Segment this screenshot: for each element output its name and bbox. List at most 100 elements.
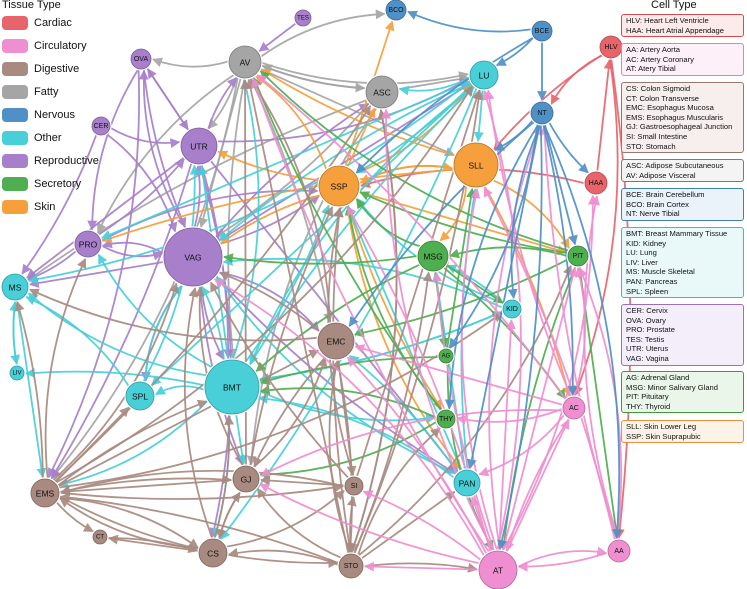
- cell-type-entry: UTR: Uterus: [626, 344, 669, 354]
- edge-nt-to-ag: [448, 124, 539, 349]
- node-outline: [438, 348, 454, 364]
- edge-hlv-to-ac: [573, 58, 619, 397]
- node-circle: [452, 141, 500, 189]
- node-circle: [343, 475, 365, 497]
- node-circle: [435, 408, 457, 430]
- node-outline: [567, 245, 589, 267]
- cell-type-entry: SPL: Spleen: [626, 286, 669, 296]
- edge-emc-to-ms: [28, 288, 318, 342]
- node-circle: [162, 226, 224, 288]
- node-outline: [436, 409, 456, 429]
- edge-lu-to-ms: [27, 80, 471, 285]
- edge-gj-to-ssp: [249, 206, 334, 466]
- cell-type-entry: SSP: Skin Suprapubic: [626, 431, 701, 441]
- cell-type-entry: AV: Adipose Visceral: [626, 170, 696, 180]
- edge-hlv-to-aa: [610, 58, 632, 539]
- node-outline: [163, 227, 223, 287]
- edge-sto-to-ems: [59, 492, 339, 564]
- node-circle: [91, 528, 109, 546]
- edge-thy-to-bmt: [259, 385, 437, 419]
- edge-aa-to-nt: [539, 124, 618, 540]
- node-outline: [417, 240, 449, 272]
- node-label: AV: [240, 58, 251, 68]
- node-circle: [179, 126, 219, 166]
- edge-lu-to-spl: [150, 84, 474, 386]
- node-label: UTR: [190, 142, 207, 152]
- edge-spl-to-ms: [25, 296, 130, 387]
- edge-ssp-to-thy: [346, 204, 443, 410]
- node-circle: [90, 115, 112, 137]
- edge-thy-to-gj: [259, 421, 437, 480]
- edge-ems-to-si: [59, 482, 344, 500]
- edge-utr-to-ms: [26, 156, 185, 279]
- node-circle: [384, 0, 408, 22]
- nervous-swatch: [2, 108, 28, 122]
- node-circle: [73, 229, 103, 259]
- cell-type-entry: GJ: Gastroesophageal Junction: [626, 122, 733, 132]
- edge-ac-to-av: [256, 74, 567, 400]
- cell-type-entry: AG: Adrenal Gland: [626, 373, 690, 382]
- edge-si-to-lu: [356, 89, 482, 477]
- edge-utr-to-av: [207, 77, 238, 130]
- node-circle: [293, 8, 313, 28]
- node-outline: [607, 539, 631, 563]
- node-label: MSG: [423, 252, 442, 262]
- node-label: CS: [207, 549, 219, 559]
- node-tes: TES: [293, 8, 313, 28]
- cell-type-entry: PRO: Prostate: [626, 325, 675, 335]
- node-label: SPL: [132, 392, 148, 402]
- tissue-legend-item-digestive: Digestive: [2, 60, 79, 78]
- edge-at-to-ac: [505, 418, 570, 553]
- edge-nt-to-aa: [543, 124, 623, 540]
- edge-at-to-msg: [432, 271, 495, 551]
- node-hlv: HLV: [598, 34, 624, 60]
- cell-type-entry: KID: Kidney: [626, 238, 667, 248]
- node-outline: [453, 142, 499, 188]
- node-circle: [364, 74, 400, 110]
- node-nt: NT: [529, 100, 555, 126]
- edge-av-to-pro: [96, 74, 235, 234]
- edge-at-to-haa: [502, 194, 598, 552]
- edge-ova-to-vag: [142, 69, 187, 228]
- tissue-legend-item-circulatory: Circulatory: [2, 37, 87, 55]
- node-circle: [583, 170, 609, 196]
- tissue-legend-item-fatty: Fatty: [2, 83, 58, 101]
- node-emc: EMC: [316, 321, 356, 361]
- node-at: AT: [477, 549, 519, 589]
- edge-ems-to-bmt: [57, 399, 208, 487]
- edge-gj-to-ems: [60, 479, 233, 497]
- node-label: STO: [344, 563, 359, 570]
- node-outline: [9, 365, 25, 381]
- node-circle: [337, 552, 365, 580]
- cell-type-entry: STO: Stomach: [626, 141, 676, 151]
- node-outline: [478, 550, 518, 589]
- edge-sto-to-pan: [361, 490, 456, 560]
- edge-ova-to-pro: [87, 69, 139, 231]
- node-circle: [566, 244, 590, 268]
- fatty-swatch: [2, 85, 28, 99]
- cardiac-swatch: [2, 16, 28, 30]
- cell-group-fatty: ASC: Adipose Subcutaneous AV: Adipose Vi…: [621, 159, 744, 183]
- cell-type-entry: OVA: Ovary: [626, 315, 666, 325]
- node-outline: [30, 478, 60, 508]
- node-label: LIV: [12, 371, 21, 377]
- node-outline: [562, 396, 586, 420]
- edge-cs-to-ct: [107, 534, 199, 552]
- cell-type-entry: HLV: Heart Left Ventricle: [626, 16, 709, 25]
- cell-type-entry: MSG: Minor Salivary Gland: [626, 382, 718, 392]
- node-label: OVA: [134, 56, 149, 63]
- edge-emc-to-av: [249, 78, 331, 323]
- edge-ssp-to-lu: [355, 83, 473, 175]
- node-label: SI: [351, 483, 358, 490]
- cell-group-other: BMT: Breast Mammary Tissue KID: Kidney L…: [621, 227, 744, 299]
- node-label: BMT: [223, 383, 241, 393]
- node-circle: [468, 59, 500, 91]
- tissue-legend-label: Circulatory: [34, 40, 87, 52]
- node-ova: OVA: [129, 47, 153, 71]
- cell-type-entry: LU: Lung: [626, 248, 657, 258]
- edge-cer-to-vag: [106, 133, 178, 233]
- edge-sto-to-at: [363, 562, 478, 573]
- edge-ac-to-thy: [456, 408, 563, 425]
- cell-type-entry: AT: Atery Tibial: [626, 64, 676, 74]
- node-label: VAG: [184, 253, 201, 263]
